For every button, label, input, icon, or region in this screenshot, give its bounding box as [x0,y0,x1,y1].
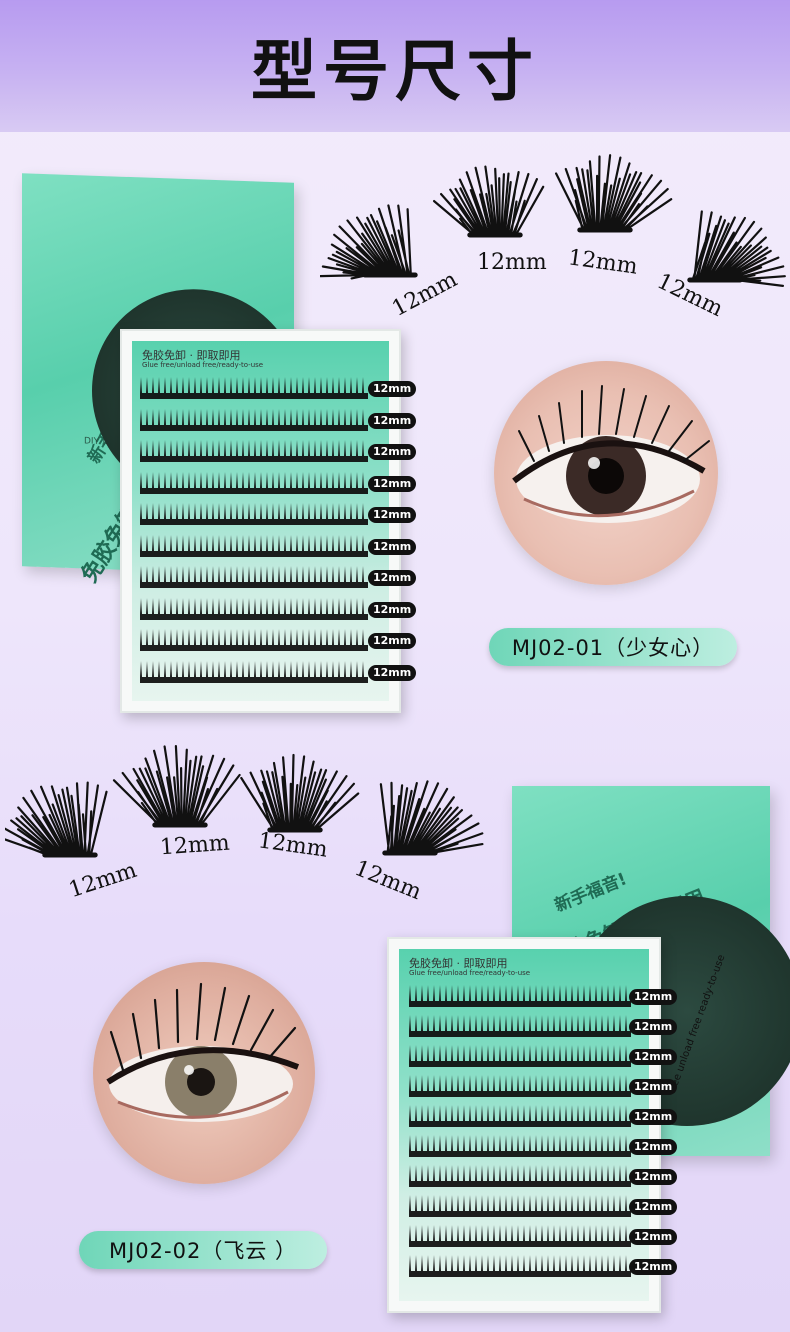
lash-row [140,408,368,431]
length-tag: 12mm [629,1199,678,1215]
lash-row [409,1045,631,1067]
length-tag: 12mm [629,1229,678,1245]
eye-illustration-icon [106,982,300,1122]
eye-photo-1 [494,361,718,585]
lash-samples-1 [320,154,786,287]
length-tag: 12mm [368,601,417,618]
lash-row [409,1135,631,1157]
sample-label: 12mm [477,250,547,275]
length-tag: 12mm [368,633,417,649]
lash-row [140,471,368,494]
lash-row [409,1255,631,1277]
length-tag: 12mm [368,664,417,681]
lash-tray-2: 免胶免卸 · 即取即用 Glue free/unload free/ready-… [387,937,678,1313]
box-slogan-1: 新手福音! [551,869,630,917]
lash-row [409,1195,631,1217]
lash-row [409,985,631,1007]
lash-row [140,566,368,588]
lash-row [140,629,368,651]
length-tag: 12mm [368,412,417,429]
lash-samples-2 [5,745,484,858]
length-tag: 12mm [368,475,417,492]
lash-tray-1: 免胶免卸 · 即取即用 Glue free/unload free/ready-… [120,329,417,713]
sample-label: 12mm [159,830,231,861]
lash-row [409,1075,631,1097]
length-tag: 12mm [629,1259,678,1275]
lash-row [140,440,368,462]
card-title: 免胶免卸 · 即取即用 [142,349,241,362]
eye-photo-2 [93,962,315,1184]
length-tag: 12mm [629,989,678,1005]
length-tag: 12mm [368,507,417,523]
card-subtitle: Glue free/unload free/ready-to-use [142,361,264,369]
product-name-pill-2: MJ02-02（飞云 ） [79,1231,327,1269]
lash-row [140,534,368,557]
length-tag: 12mm [368,538,417,555]
length-tag: 12mm [629,1169,678,1185]
length-tag: 12mm [368,444,417,460]
length-tag: 12mm [629,1049,678,1065]
lash-row [409,1015,631,1037]
lash-row [140,660,368,683]
length-tag: 12mm [629,1019,678,1035]
lash-row [409,1105,631,1127]
card-title: 免胶免卸 · 即取即用 [409,957,508,970]
lash-row [409,1225,631,1247]
page-title: 型号尺寸 [251,33,539,110]
length-tag: 12mm [629,1109,678,1125]
lash-row [140,597,368,620]
lash-row [409,1165,631,1187]
lash-row [140,377,368,399]
eye-illustration-icon [512,385,710,523]
length-tag: 12mm [629,1139,678,1155]
card-subtitle: Glue free/unload free/ready-to-use [409,969,531,977]
length-tag: 12mm [629,1079,678,1095]
lash-row [140,503,368,525]
page-header: 型号尺寸 [0,0,790,132]
length-tag: 12mm [368,381,417,397]
length-tag: 12mm [368,570,417,586]
product-name-pill-1: MJ02-01（少女心） [489,628,737,666]
